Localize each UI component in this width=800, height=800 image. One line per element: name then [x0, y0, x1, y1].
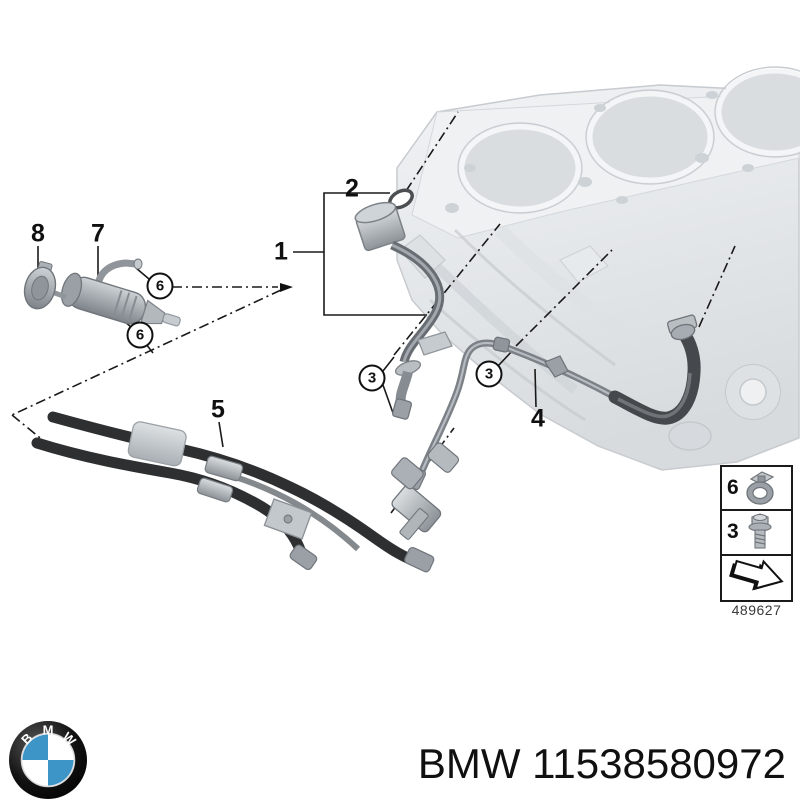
quick-connectors [391, 442, 460, 540]
legend-row-clamp: 6 [722, 467, 791, 512]
part-number-label: BMW 11538580972 [417, 740, 786, 787]
callout-5: 5 [211, 395, 225, 424]
callout-1: 1 [274, 237, 288, 266]
callout-4: 4 [531, 404, 545, 433]
bmw-logo: B M W [9, 721, 87, 799]
callout-2: 2 [345, 174, 359, 203]
hose-assembly-part-5 [31, 411, 460, 573]
legend-bolt-number: 3 [727, 520, 739, 544]
legend-row-direction [722, 556, 791, 600]
callout-8: 8 [31, 219, 45, 248]
hose-clamp-icon [746, 471, 774, 505]
callout-7: 7 [91, 219, 105, 248]
logo-quadrant-blue-br [48, 760, 74, 786]
callout-circle-3-left: 3 [358, 364, 386, 392]
legend-box: 6 3 [720, 465, 793, 602]
legend-clamp-number: 6 [727, 476, 739, 500]
valve-part-8 [23, 261, 67, 310]
logo-quadrant-blue-tl [22, 734, 48, 760]
diagram-canvas [11, 66, 800, 573]
cylinder-bores [457, 66, 800, 214]
aux-water-pump-part-7 [60, 258, 181, 327]
callout-circle-6-lower: 6 [126, 321, 154, 349]
gasket-holes [445, 91, 754, 213]
diagram-number: 489627 [731, 602, 782, 618]
callout-circle-6-upper: 6 [146, 272, 174, 300]
legend-row-bolt: 3 [722, 511, 791, 556]
engine-block-illustration [396, 66, 800, 471]
svg-text:M: M [43, 723, 54, 738]
coolant-pipe-part-1 [354, 201, 453, 420]
coolant-hose-part-4 [404, 314, 701, 491]
bolt-icon [748, 512, 772, 549]
direction-arrow-icon [728, 559, 784, 591]
leader-arrowhead [280, 283, 293, 292]
callout-circle-3-right: 3 [475, 360, 503, 388]
